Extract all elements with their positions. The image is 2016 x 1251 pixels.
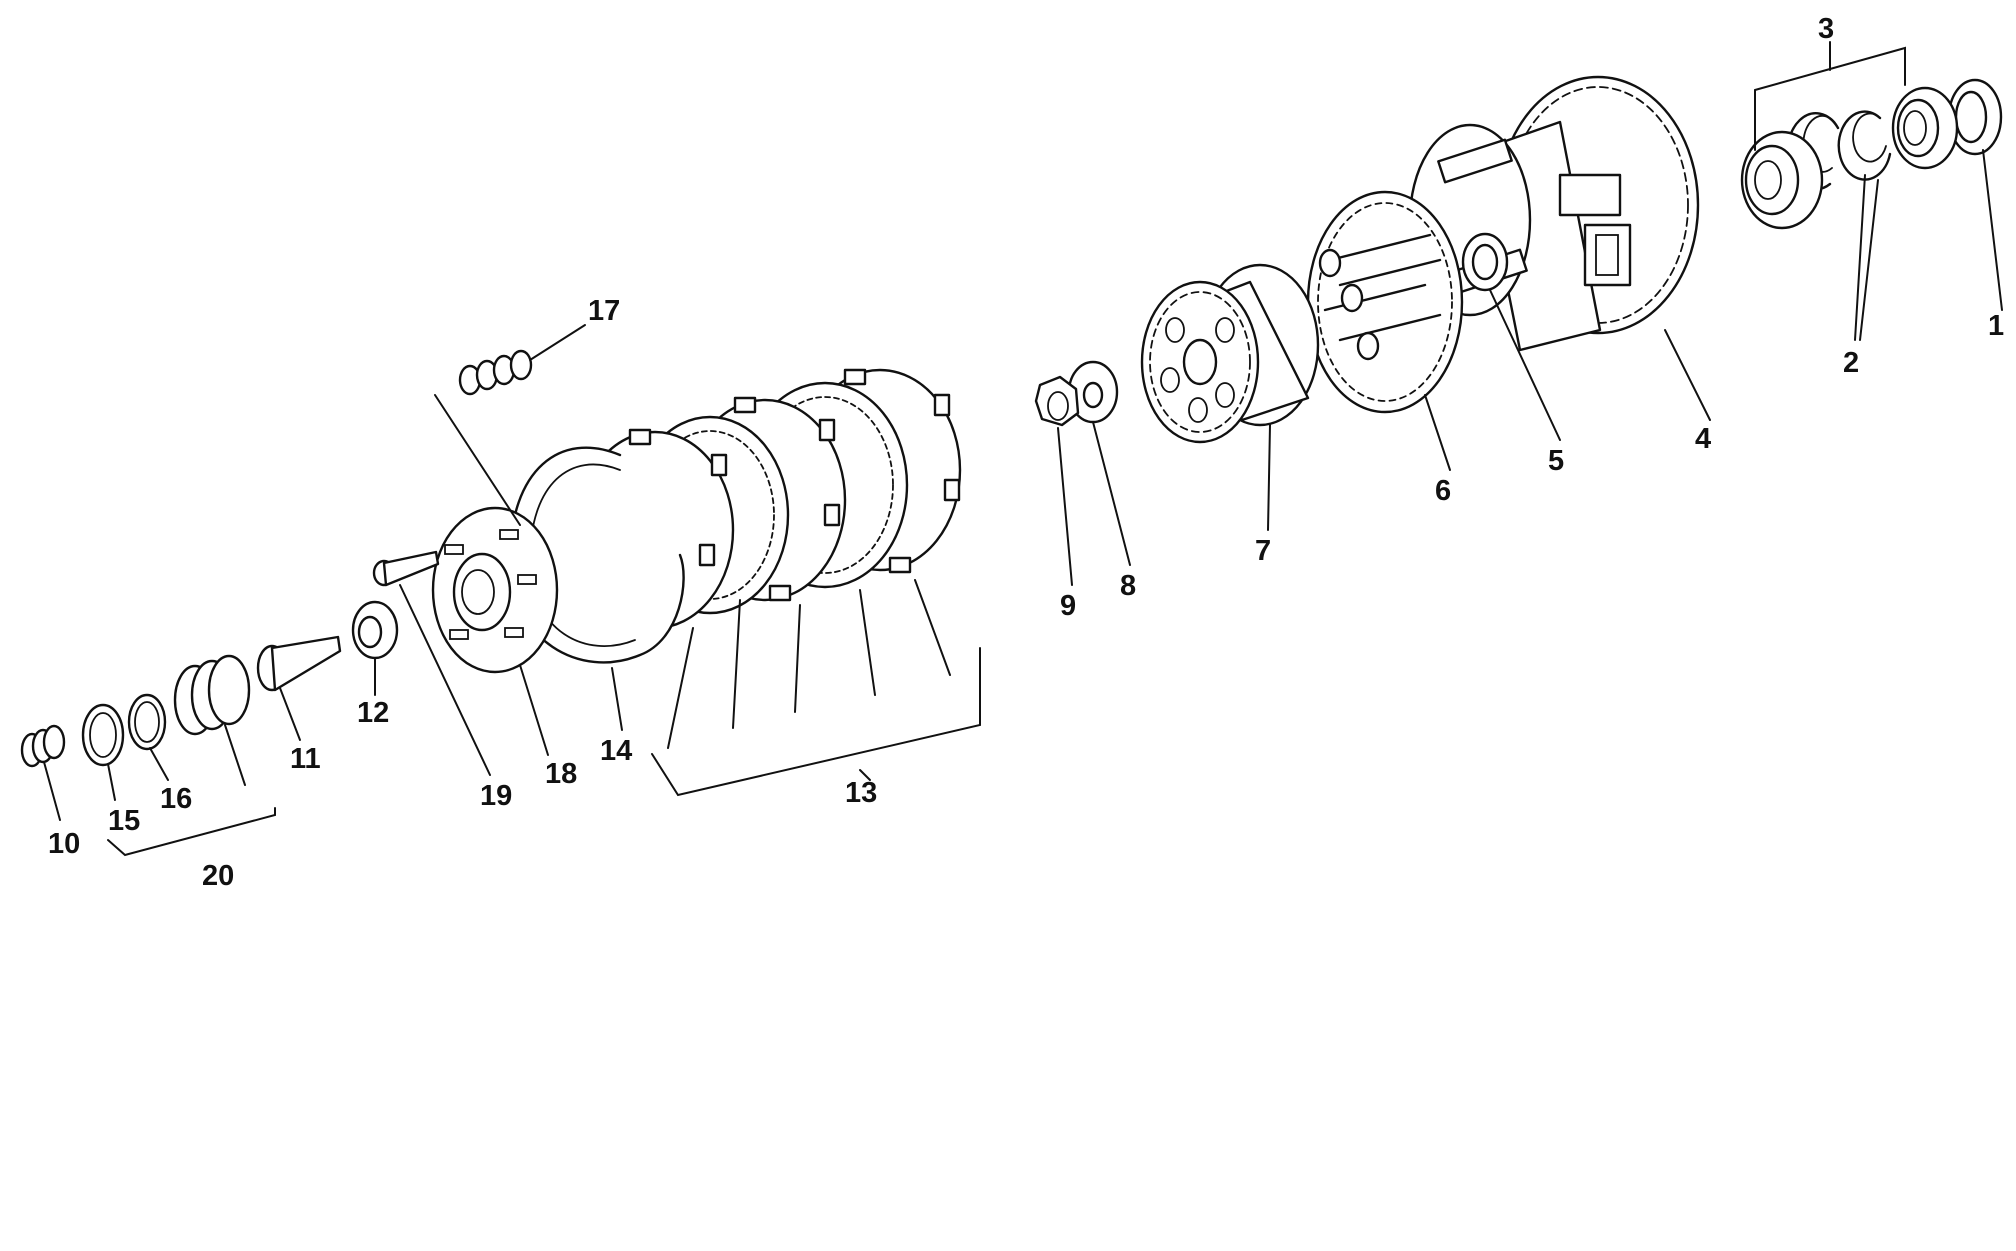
part-10-spring-small	[20, 724, 66, 768]
callout-20: 20	[202, 860, 234, 892]
part-6-pressure-plate	[1306, 190, 1464, 414]
part-5-thrust-washer	[1461, 232, 1509, 292]
part-2-circlip-a	[1837, 110, 1892, 181]
part-19-screw	[372, 550, 440, 587]
part-15-o-ring	[81, 703, 125, 767]
callout-8: 8	[1120, 570, 1136, 602]
callout-1: 1	[1988, 310, 2004, 342]
callout-13: 13	[845, 777, 877, 809]
callout-16: 16	[160, 783, 192, 815]
callout-labels: 1 2 3 4 5 6 7 8 9 10 11 12 13 14 15 16 1…	[48, 13, 2004, 892]
callout-12: 12	[357, 697, 389, 729]
callout-15: 15	[108, 805, 140, 837]
leader-lines	[43, 41, 2003, 857]
callout-10: 10	[48, 828, 80, 860]
part-9-nut	[1034, 375, 1080, 427]
part-3-ball-bearing-right	[1891, 86, 1959, 170]
part-1-oil-seal	[1947, 78, 2003, 156]
part-11-push-rod	[256, 635, 342, 692]
part-20-spring-large	[173, 654, 251, 736]
callout-18: 18	[545, 758, 577, 790]
callout-11: 11	[290, 743, 321, 775]
callout-3: 3	[1818, 13, 1834, 45]
callout-5: 5	[1548, 445, 1564, 477]
callout-2: 2	[1843, 347, 1859, 379]
callout-6: 6	[1435, 475, 1451, 507]
part-17-spring	[458, 349, 533, 396]
callout-17: 17	[588, 295, 620, 327]
callout-7: 7	[1255, 535, 1271, 567]
part-3-ball-bearing-left	[1740, 130, 1824, 230]
part-16-o-ring	[127, 693, 167, 751]
part-7-clutch-hub	[1140, 263, 1320, 444]
callout-19: 19	[480, 780, 512, 812]
callout-9: 9	[1060, 590, 1076, 622]
part-12-small-bearing	[351, 600, 399, 660]
part-18-spring-plate	[431, 506, 559, 674]
callout-4: 4	[1695, 423, 1711, 455]
callout-14: 14	[600, 735, 632, 767]
